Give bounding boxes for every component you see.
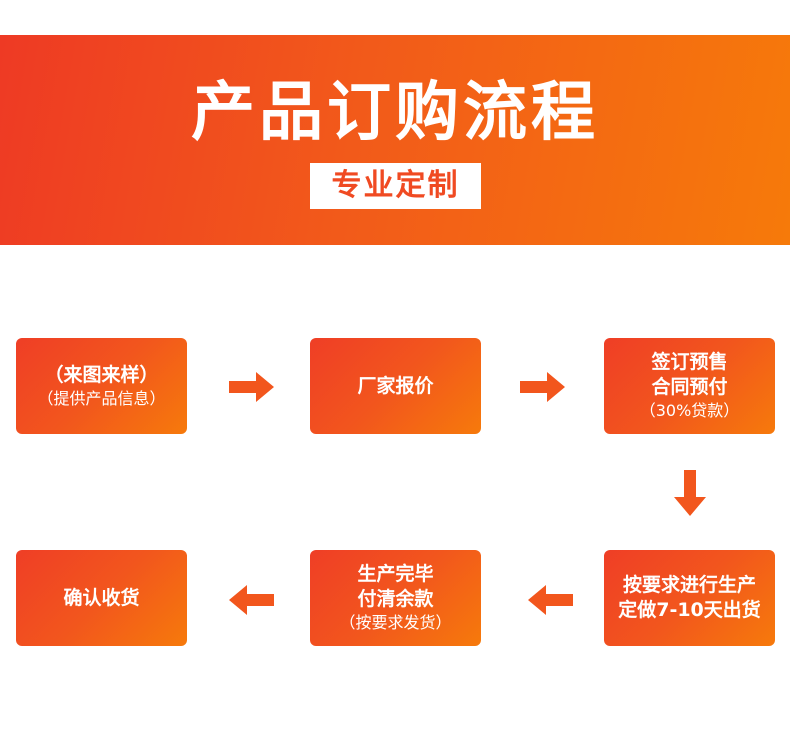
page-title: 产品订购流程	[191, 76, 599, 150]
step-2-line-1: 厂家报价	[357, 374, 434, 397]
tag-label: 专业定制	[310, 163, 481, 209]
step-3-note: （30%贷款）	[639, 401, 740, 420]
step-2-box: 厂家报价	[310, 338, 481, 434]
arrow-left-icon	[528, 585, 573, 615]
step-1-note: （提供产品信息）	[37, 388, 166, 408]
header-banner: 产品订购流程 专业定制	[0, 35, 790, 245]
step-5-box: 生产完毕 付清余款 （按要求发货）	[310, 550, 481, 646]
step-1-box: （来图来样） （提供产品信息）	[16, 338, 187, 434]
step-5-line-1: 生产完毕	[357, 563, 434, 585]
step-4-line-2: 定做7-10天出货	[618, 599, 761, 621]
step-4-box: 按要求进行生产 定做7-10天出货	[604, 550, 775, 646]
step-3-line-2: 合同预付	[651, 376, 728, 398]
step-6-box: 确认收货	[16, 550, 187, 646]
step-6-line-1: 确认收货	[63, 586, 140, 609]
step-5-note: （按要求发货）	[339, 613, 452, 632]
arrow-down-icon	[674, 470, 706, 516]
step-3-line-1: 签订预售	[651, 351, 728, 373]
step-5-line-2: 付清余款	[357, 588, 434, 610]
arrow-right-icon	[520, 372, 565, 402]
step-1-line-1: （来图来样）	[44, 363, 159, 386]
arrow-right-icon	[229, 372, 274, 402]
step-4-line-1: 按要求进行生产	[622, 574, 756, 596]
arrow-left-icon	[229, 585, 274, 615]
step-3-box: 签订预售 合同预付 （30%贷款）	[604, 338, 775, 434]
